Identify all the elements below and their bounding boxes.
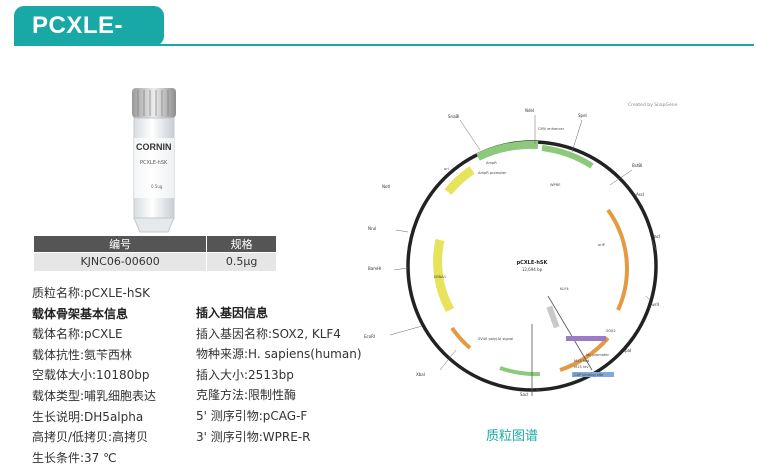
map-site-label: NruI (368, 226, 376, 231)
list-item: 5' 测序引物:pCAG-F (196, 408, 308, 423)
map-site-label: AvrII (650, 302, 659, 307)
map-feature-label: AmpR (486, 161, 497, 165)
snapgene-credit: Created by SnapGene (628, 103, 678, 108)
map-site-label: BamHI (368, 266, 381, 271)
list-item: 载体抗性:氨苄西林 (32, 347, 133, 362)
map-site-label: AscI (636, 192, 644, 197)
list-item: 克隆方法:限制性酶 (196, 388, 297, 403)
map-center-name: pCXLE-hSK (517, 260, 549, 266)
list-item: 载体名称:pCXLE (32, 327, 123, 342)
list-item: 载体类型:哺乳细胞表达 (32, 388, 157, 403)
map-site-label: SnaBI (448, 114, 459, 119)
map-site-label: PacI (652, 234, 660, 239)
map-site-label: XbaI (416, 372, 425, 377)
map-feature-label: lac promoter (586, 353, 610, 357)
list-item: 插入大小:2513bp (196, 367, 294, 382)
list-item: 生长条件:37 ℃ (32, 450, 117, 464)
map-feature-label: WPRE (550, 183, 561, 187)
map-feature-label: CMV enhancer (538, 127, 565, 131)
map-feature-label: SOX2 (606, 329, 616, 333)
map-feature-label: EBNA1 (434, 275, 446, 279)
table-row: KJNC06-00600 0.5μg (34, 252, 276, 271)
product-code: KJNC06-00600 (34, 252, 208, 271)
list-item: 高拷贝/低拷贝:高拷贝 (32, 430, 149, 445)
page-title: PCXLE-hSK (14, 6, 164, 79)
vial-image (118, 86, 190, 236)
vial-brand-text: CORNIN (136, 142, 172, 152)
product-spec: 0.5μg (206, 252, 276, 271)
map-feature-label: CAP binding site (574, 373, 604, 377)
vial-label-text: PCXLE-hSK (140, 160, 168, 166)
map-feature-label: AmpR promoter (478, 171, 507, 175)
vector-section-title: 载体骨架基本信息 (32, 306, 129, 321)
map-site-label: BstBI (632, 163, 642, 168)
plasmid-map: SnaBI NdeI SpeI BstBI PacI AvrII NruI Ba… (360, 100, 690, 404)
list-item: 插入基因名称:SOX2, KLF4 (196, 326, 341, 341)
vial-volume-text: 0.5ug (151, 184, 163, 189)
map-site-label: NdeI (525, 108, 534, 113)
map-feature-label: M13 rev (574, 365, 589, 369)
map-site-label: NotI (382, 184, 390, 189)
product-table: 编号 规格 KJNC06-00600 0.5μg (34, 236, 276, 271)
table-header-code: 编号 (34, 236, 208, 253)
plasmid-name-label: 质粒名称: (32, 286, 85, 300)
map-site-label: SpeI (578, 113, 587, 118)
map-center-size: 12,694 bp (522, 267, 543, 272)
map-caption: 质粒图谱 (486, 429, 539, 444)
list-item: 生长说明:DH5alpha (32, 409, 144, 424)
list-item: 物种来源:H. sapiens(human) (196, 347, 362, 362)
map-feature-label: KLF4 (560, 287, 569, 291)
map-feature-label: SV40 poly(A) signal (478, 337, 513, 341)
list-item: 空载体大小:10180bp (32, 368, 150, 383)
table-header-spec: 规格 (206, 236, 276, 253)
header-divider (14, 44, 754, 46)
insert-section-title: 插入基因信息 (196, 306, 269, 320)
insert-info: 插入基因信息 插入基因名称:SOX2, KLF4 物种来源:H. sapiens… (196, 303, 376, 447)
map-feature-label: oriP (598, 243, 606, 247)
map-site-label: SacI (520, 392, 528, 397)
list-item: 3' 测序引物:WPRE-R (196, 429, 311, 444)
map-feature-label: ori (444, 167, 449, 171)
map-feature-label: M13 fwd (574, 359, 589, 363)
vector-info: 质粒名称:pCXLE-hSK 载体骨架基本信息 载体名称:pCXLE 载体抗性:… (32, 283, 202, 464)
plasmid-name-row: 质粒名称:pCXLE-hSK (32, 283, 202, 304)
plasmid-name-value: pCXLE-hSK (84, 286, 150, 300)
map-site-label: EcoRI (364, 334, 375, 339)
plasmid-map-svg: SnaBI NdeI SpeI BstBI PacI AvrII NruI Ba… (364, 108, 660, 397)
map-site-label: HpaI (622, 348, 631, 353)
